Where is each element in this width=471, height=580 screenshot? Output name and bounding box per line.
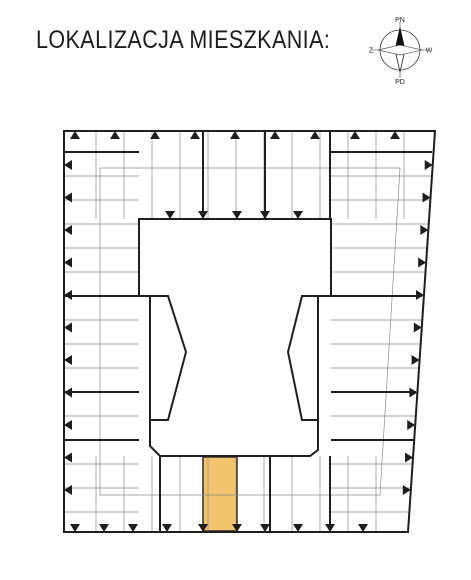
top-marker-icon xyxy=(350,131,360,139)
left-window-marker-icon xyxy=(64,225,72,235)
right-window-marker-icon xyxy=(422,192,431,203)
right-window-marker-icon xyxy=(420,225,429,235)
page-title: LOKALIZACJA MIESZKANIA: xyxy=(36,26,331,54)
left-window-marker-icon xyxy=(64,387,72,398)
top-marker-icon xyxy=(310,131,320,139)
bottom-marker-icon xyxy=(128,524,138,532)
right-bay-outline xyxy=(286,295,318,421)
left-window-marker-icon xyxy=(64,290,72,300)
bottom-marker-icon xyxy=(70,524,80,532)
courtyard-marker-icon xyxy=(293,211,303,219)
right-window-marker-icon xyxy=(405,452,414,463)
left-window-marker-icon xyxy=(64,257,72,268)
left-window-marker-icon xyxy=(64,355,72,365)
compass-south-label: PD xyxy=(395,79,405,86)
left-window-marker-icon xyxy=(64,192,72,203)
top-marker-icon xyxy=(70,131,80,139)
left-bay-outline xyxy=(150,295,188,421)
left-window-marker-icon xyxy=(64,452,72,463)
courtyard-marker-icon xyxy=(198,211,208,219)
top-marker-icon xyxy=(390,131,400,139)
left-window-marker-icon xyxy=(64,160,72,170)
top-marker-icon xyxy=(110,131,120,139)
top-marker-icon xyxy=(150,131,160,139)
top-marker-icon xyxy=(230,131,240,139)
compass-north-label: PN xyxy=(395,17,405,24)
right-window-marker-icon xyxy=(418,257,427,268)
right-window-marker-icon xyxy=(411,355,420,365)
courtyard-marker-icon xyxy=(260,211,270,219)
top-marker-icon xyxy=(190,131,200,139)
compass-rose-icon: PN PD Z W xyxy=(369,17,433,86)
bottom-marker-icon xyxy=(232,524,242,532)
compass-west-label: Z xyxy=(369,48,374,55)
bottom-marker-icon xyxy=(99,524,109,532)
courtyard-outline xyxy=(138,218,332,457)
corridor-outline xyxy=(99,167,401,496)
bottom-marker-icon xyxy=(293,524,303,532)
courtyard-marker-icon xyxy=(232,211,242,219)
courtyard-marker-icon xyxy=(165,211,175,219)
bottom-marker-icon xyxy=(162,524,172,532)
left-window-marker-icon xyxy=(64,420,72,430)
right-window-marker-icon xyxy=(413,322,422,333)
right-window-marker-icon xyxy=(402,485,411,495)
right-window-marker-icon xyxy=(409,387,418,398)
compass-east-label: W xyxy=(426,48,433,55)
right-window-marker-icon xyxy=(424,160,433,170)
left-window-marker-icon xyxy=(64,485,72,495)
left-window-marker-icon xyxy=(64,322,72,333)
right-window-marker-icon xyxy=(415,290,424,300)
top-marker-icon xyxy=(270,131,280,139)
bottom-marker-icon xyxy=(358,524,368,532)
right-window-marker-icon xyxy=(407,420,416,430)
bottom-marker-icon xyxy=(325,524,335,532)
bottom-marker-icon xyxy=(198,524,208,532)
building-outline xyxy=(63,130,437,533)
bottom-marker-icon xyxy=(260,524,270,532)
